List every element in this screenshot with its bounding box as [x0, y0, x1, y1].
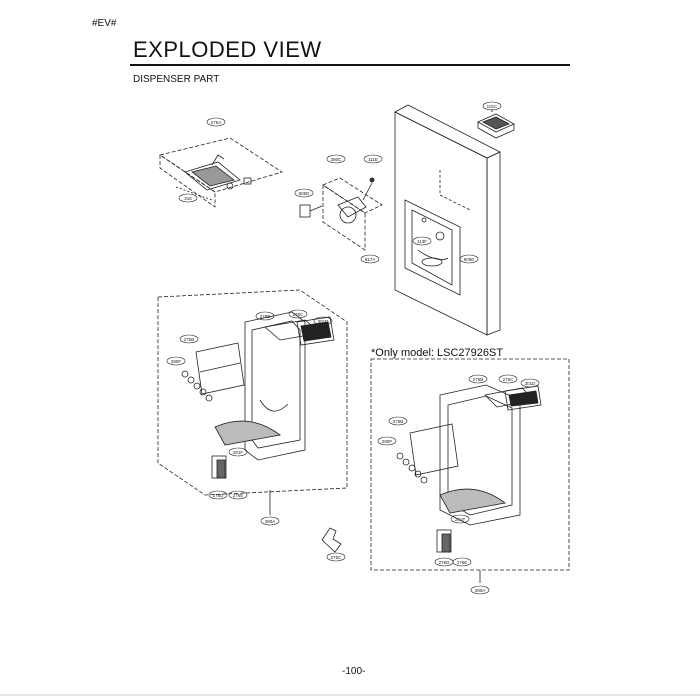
part-callouts: [166, 101, 540, 595]
dispenser-recess: [404, 199, 461, 296]
door-panel: [394, 104, 501, 336]
label-276d-opt: 276D: [439, 560, 451, 565]
label-280c: 280C: [331, 157, 343, 162]
label-111e: 111E: [368, 157, 378, 162]
label-275b: 275B: [184, 337, 195, 342]
label-276e: 276E: [233, 493, 244, 498]
cover-assembly-main: [157, 289, 348, 515]
part-275c-bracket: [321, 527, 342, 553]
label-275b-opt: 275B: [393, 419, 404, 424]
label-281f: 281F: [233, 450, 244, 455]
label-617a: 617A: [365, 257, 376, 262]
label-316: 316: [184, 196, 192, 201]
only-model-note: *Only model: LSC27926ST: [371, 347, 504, 359]
page-title: EXPLODED VIEW: [133, 37, 322, 62]
part-label-text: 101C 276A 280C 111E 605D 316 617A 113F 6…: [171, 104, 536, 593]
label-280a-opt: 280A: [475, 588, 486, 593]
section-subtitle: DISPENSER PART: [133, 74, 220, 85]
label-276d: 276D: [213, 493, 225, 498]
page-number: -100-: [342, 666, 366, 677]
label-276b: 276B: [260, 314, 271, 319]
label-276e-opt: 276E: [457, 560, 468, 565]
header-code: #EV#: [92, 18, 117, 29]
solenoid-assembly: [299, 177, 383, 251]
label-275c: 275C: [331, 555, 343, 560]
label-605d: 605D: [299, 191, 311, 196]
label-101c: 101C: [487, 104, 499, 109]
title-rule: [130, 64, 570, 66]
part-101c: [477, 109, 515, 139]
label-280f: 280F: [171, 359, 182, 364]
label-276c: 276C: [293, 312, 305, 317]
cover-assembly-optional: [370, 358, 570, 583]
label-301d: 301D: [318, 319, 330, 324]
label-276c-opt: 276C: [503, 377, 515, 382]
lever-assembly: [159, 137, 283, 208]
label-280f-opt: 280F: [382, 439, 393, 444]
label-113f: 113F: [417, 239, 427, 244]
label-605e: 605E: [464, 257, 475, 262]
label-276a: 276A: [211, 120, 222, 125]
label-301d-opt: 301D: [525, 381, 537, 386]
label-280a: 280A: [265, 519, 276, 524]
label-276b-opt: 276B: [473, 377, 484, 382]
label-281f-opt: 281F: [455, 517, 466, 522]
